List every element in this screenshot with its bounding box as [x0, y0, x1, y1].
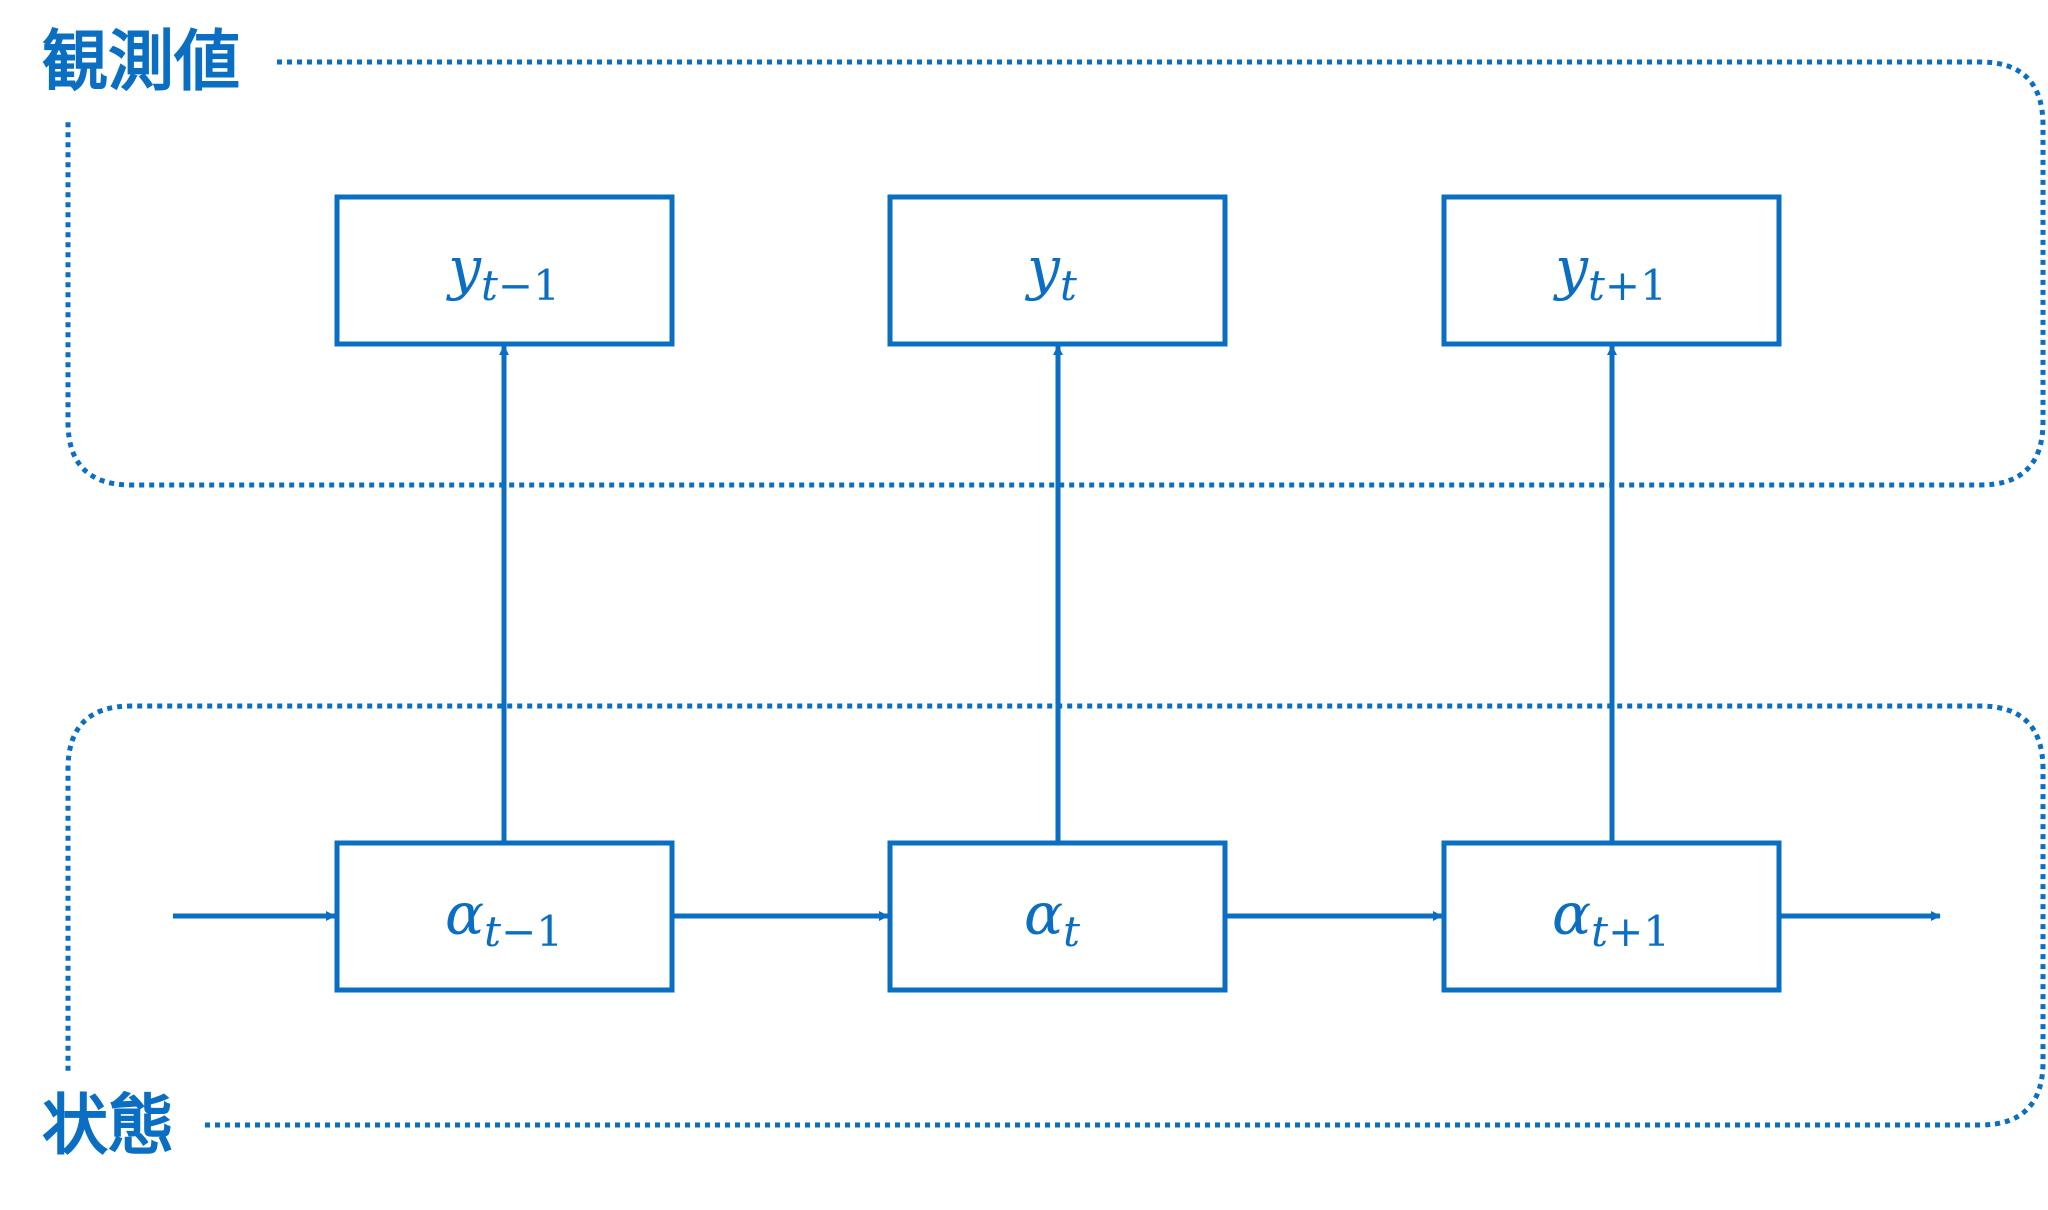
node-subscript-offset: −1 [498, 261, 560, 310]
observation-node: yt−1 [334, 194, 675, 347]
state-node: αt−1 [334, 840, 675, 993]
state-region-border [65, 703, 2046, 1128]
svg-text:yt+1: yt+1 [1552, 234, 1667, 310]
node-subscript-t: t [1588, 261, 1605, 310]
node-symbol: y [1024, 234, 1061, 302]
svg-text:yt: yt [1024, 234, 1077, 310]
observation-node: yt+1 [1441, 194, 1782, 347]
node-subscript-offset: +1 [1605, 261, 1667, 310]
node-subscript-t: t [481, 261, 498, 310]
observation-region: 観測値 [42, 23, 2046, 488]
state-region: 状態 [42, 703, 2046, 1164]
node-symbol: α [445, 880, 484, 948]
node-subscript-t: t [484, 907, 501, 956]
node-subscript-offset: −1 [501, 907, 563, 956]
node-subscript-t: t [1591, 907, 1608, 956]
node-symbol: α [1024, 880, 1063, 948]
node-subscript-t: t [1063, 907, 1080, 956]
observation-nodes: yt−1 yt yt+1 [334, 194, 1782, 347]
state-nodes: αt−1 αt αt+1 [334, 840, 1782, 993]
svg-text:yt−1: yt−1 [445, 234, 560, 310]
state-node: αt+1 [1441, 840, 1782, 993]
svg-text:αt: αt [1024, 880, 1080, 956]
state-node: αt [887, 840, 1228, 993]
node-symbol: y [445, 234, 482, 302]
observation-node: yt [887, 194, 1228, 347]
observation-region-border [65, 59, 2046, 488]
svg-text:αt−1: αt−1 [445, 880, 563, 956]
node-subscript-offset: +1 [1608, 907, 1670, 956]
node-symbol: α [1552, 880, 1591, 948]
node-subscript-t: t [1060, 261, 1077, 310]
emission-arrows [499, 345, 1617, 843]
observation-region-label: 観測値 [42, 23, 240, 100]
svg-text:αt+1: αt+1 [1552, 880, 1670, 956]
node-symbol: y [1552, 234, 1589, 302]
state-region-label: 状態 [42, 1087, 174, 1164]
